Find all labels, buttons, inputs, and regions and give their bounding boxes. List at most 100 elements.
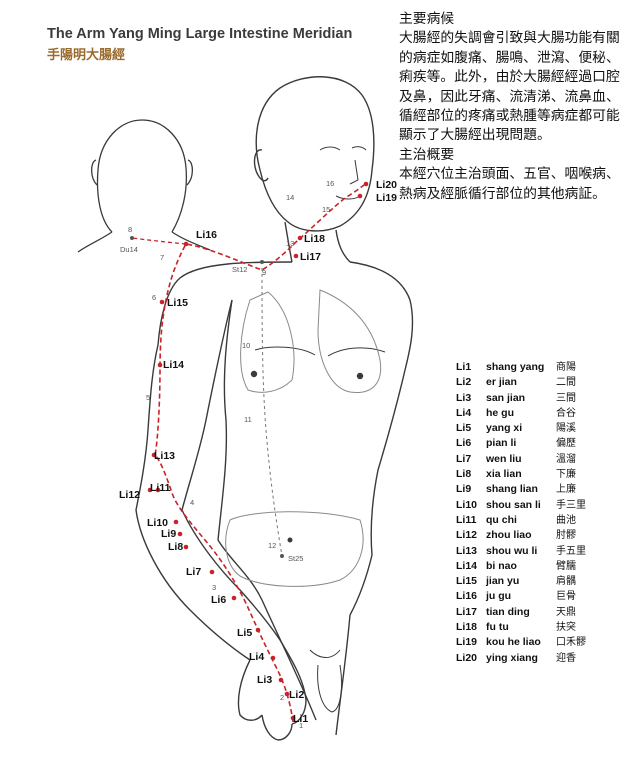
- legend-pinyin: er jian: [486, 376, 517, 389]
- legend-pinyin: qu chi: [486, 513, 517, 526]
- li17-point: [293, 253, 299, 259]
- path-number: 10: [242, 341, 250, 350]
- legend-pinyin: san jian: [486, 391, 526, 404]
- legend-hanzi: 巨骨: [556, 591, 576, 603]
- path-number: 7: [160, 253, 164, 262]
- legend-hanzi: 合谷: [556, 407, 576, 419]
- li6-point: [231, 595, 237, 601]
- legend-code: Li1: [456, 361, 472, 373]
- legend-pinyin: ying xiang: [486, 651, 538, 664]
- legend-code: Li19: [456, 636, 478, 649]
- point-labels: Li1 Li2 Li3 Li4 Li5 Li6 Li7 Li8 Li9 Li10…: [119, 179, 397, 725]
- li8-point: [183, 544, 189, 550]
- li4-label: Li4: [249, 651, 264, 663]
- legend-code: Li14: [456, 559, 478, 572]
- legend-pinyin: pian li: [486, 437, 517, 450]
- legend-pinyin: jian yu: [486, 575, 520, 588]
- li20-label: Li20: [376, 179, 397, 191]
- legend-hanzi: 二間: [556, 377, 576, 389]
- legend-row: Li14 bi nao 臂臑: [456, 559, 631, 574]
- li1-point: [290, 715, 296, 721]
- info-text-indications: 本經穴位主治頭面、五官、咽喉病、熱病及經脈循行部位的其他病証。: [399, 166, 620, 202]
- li13-label: Li13: [154, 450, 175, 462]
- legend-pinyin: shou wu li: [486, 544, 538, 557]
- legend-pinyin: he gu: [486, 406, 514, 419]
- du14-label: Du14: [120, 245, 138, 254]
- info-panel: 主要病候 大腸經的失調會引致與大腸功能有關的病症如腹痛、腸鳴、泄瀉、便秘、痢疾等…: [399, 10, 631, 204]
- path-number: 2: [280, 693, 284, 702]
- path-number: 15: [322, 205, 330, 214]
- li9-point: [177, 531, 183, 537]
- li19-point: [357, 193, 363, 199]
- li2-label: Li2: [289, 689, 304, 701]
- legend-hanzi: 口禾髎: [556, 637, 586, 649]
- li3-point: [278, 677, 284, 683]
- stomach-channel-line: [261, 267, 283, 557]
- front-figure: [135, 76, 414, 741]
- legend-pinyin: kou he liao: [486, 636, 541, 649]
- legend-hanzi: 陽溪: [556, 423, 576, 435]
- li15-point: [159, 299, 165, 305]
- info-heading-symptoms: 主要病候: [399, 11, 455, 27]
- path-number: 11: [244, 415, 252, 424]
- li14-point: [157, 362, 163, 368]
- legend-code: Li15: [456, 575, 478, 588]
- li10-point: [173, 519, 179, 525]
- li12-point: [147, 487, 153, 493]
- legend-hanzi: 肩髃: [556, 576, 576, 588]
- legend-code: Li10: [456, 498, 478, 511]
- legend-hanzi: 三間: [556, 392, 576, 404]
- st12-label: St12: [232, 265, 247, 274]
- li2-point: [284, 691, 290, 697]
- legend-code: Li2: [456, 376, 472, 389]
- path-number: 14: [286, 193, 294, 202]
- li3-label: Li3: [257, 674, 272, 686]
- legend-code: Li7: [456, 452, 472, 465]
- legend-hanzi: 曲池: [556, 514, 576, 526]
- li11-point: [155, 487, 161, 493]
- legend-row: Li19 kou he liao 口禾髎: [456, 635, 631, 650]
- legend-pinyin: bi nao: [486, 559, 517, 572]
- legend-code: Li5: [456, 422, 472, 435]
- legend-hanzi: 商陽: [556, 362, 576, 373]
- li11-label: Li11: [150, 482, 171, 494]
- path-number: 5: [146, 393, 150, 402]
- li5-label: Li5: [237, 627, 252, 639]
- path-number: 3: [212, 583, 216, 592]
- li18-point: [297, 235, 303, 241]
- legend-hanzi: 偏歷: [556, 438, 576, 450]
- legend-code: Li16: [456, 590, 478, 603]
- legend-pinyin: xia lian: [486, 468, 522, 481]
- li14-label: Li14: [163, 359, 184, 371]
- li9-label: Li9: [161, 528, 176, 540]
- acupoints: [130, 181, 369, 721]
- legend-code: Li18: [456, 621, 478, 634]
- path-number: 9: [262, 268, 266, 277]
- legend-pinyin: shou san li: [486, 498, 541, 511]
- legend-code: Li6: [456, 437, 472, 450]
- legend-code: Li11: [456, 513, 477, 526]
- li19-label: Li19: [376, 192, 397, 204]
- legend-hanzi: 臂臑: [556, 560, 576, 572]
- du14-point: [130, 236, 134, 240]
- legend-hanzi: 溫溜: [556, 453, 576, 465]
- path-number: 8: [128, 225, 132, 234]
- legend-pinyin: zhou liao: [486, 529, 532, 542]
- li10-label: Li10: [147, 517, 168, 529]
- legend-hanzi: 肘髎: [556, 530, 576, 542]
- legend-hanzi: 天鼎: [556, 606, 576, 618]
- legend-hanzi: 迎香: [556, 652, 576, 664]
- legend-pinyin: tian ding: [486, 605, 530, 618]
- pathway-numbers: 1 2 3 4 5 6 7 8 9 10 11 12 13 14 15 16: [128, 179, 334, 730]
